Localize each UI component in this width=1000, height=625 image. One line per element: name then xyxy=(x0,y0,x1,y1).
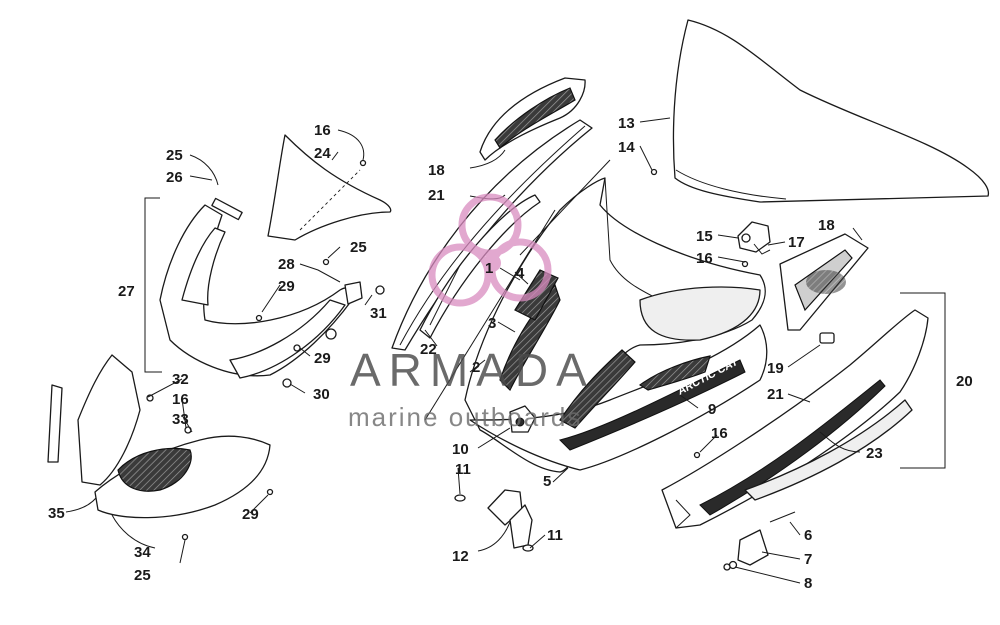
callout-29: 29 xyxy=(314,350,331,367)
callout-7: 7 xyxy=(804,551,812,568)
callout-10: 10 xyxy=(452,441,469,458)
leader-lines xyxy=(65,117,863,584)
callout-5: 5 xyxy=(543,473,551,490)
watermark-logo xyxy=(428,193,552,307)
callout-11: 11 xyxy=(455,461,471,478)
left-upper-cowl xyxy=(267,134,392,241)
callout-1: 1 xyxy=(485,260,493,277)
callout-11: 11 xyxy=(547,527,563,544)
callout-29: 29 xyxy=(242,506,259,523)
callout-16: 16 xyxy=(711,425,728,442)
callout-15: 15 xyxy=(696,228,713,245)
lower-mount-brackets xyxy=(454,489,534,552)
center-emblem xyxy=(509,405,536,433)
left-gauge-pod xyxy=(479,77,586,161)
group-brackets xyxy=(144,197,946,469)
right-lower-side-panel xyxy=(661,309,929,529)
callout-32: 32 xyxy=(172,371,189,388)
callout-6: 6 xyxy=(804,527,812,544)
callout-28: 28 xyxy=(278,256,295,273)
callout-25: 25 xyxy=(134,567,151,584)
callout-13: 13 xyxy=(618,115,635,132)
callout-24: 24 xyxy=(314,145,331,162)
watermark-name: ARMADA xyxy=(350,344,595,396)
callout-34: 34 xyxy=(134,544,151,561)
callout-29: 29 xyxy=(278,278,295,295)
callout-17: 17 xyxy=(788,234,805,251)
callout-18: 18 xyxy=(428,162,445,179)
callout-2: 2 xyxy=(472,359,480,376)
callout-18: 18 xyxy=(818,217,835,234)
callout-25: 25 xyxy=(166,147,183,164)
callout-3: 3 xyxy=(488,315,496,332)
lower-front-nose: ARCTIC CAT xyxy=(469,324,768,471)
left-lower-nose xyxy=(47,354,271,519)
callout-19: 19 xyxy=(767,360,784,377)
callout-25: 25 xyxy=(350,239,367,256)
callout-23: 23 xyxy=(866,445,883,462)
callout-16: 16 xyxy=(696,250,713,267)
windshield-bracket xyxy=(737,221,771,255)
callout-labels: 16 24 25 26 27 25 28 29 31 29 30 32 16 3… xyxy=(48,115,973,592)
watermark-subtitle: marine outboards xyxy=(348,402,582,432)
callout-22: 22 xyxy=(420,341,437,358)
callout-14: 14 xyxy=(618,139,635,156)
lower-bracket-hardware xyxy=(728,511,796,570)
callout-21: 21 xyxy=(428,187,445,204)
callout-31: 31 xyxy=(370,305,387,322)
callout-30: 30 xyxy=(313,386,330,403)
callout-27: 27 xyxy=(118,283,135,300)
left-front-cowl xyxy=(159,197,363,379)
callout-9: 9 xyxy=(708,401,716,418)
right-side-vent-panel xyxy=(779,233,869,331)
callout-16: 16 xyxy=(314,122,331,139)
callout-12: 12 xyxy=(452,548,469,565)
callout-20: 20 xyxy=(956,373,973,390)
callout-21: 21 xyxy=(767,386,784,403)
callout-33: 33 xyxy=(172,411,189,428)
callout-35: 35 xyxy=(48,505,65,522)
callout-8: 8 xyxy=(804,575,812,592)
callout-26: 26 xyxy=(166,169,183,186)
windshield xyxy=(672,19,990,203)
callout-16: 16 xyxy=(172,391,189,408)
callout-4: 4 xyxy=(516,265,525,282)
